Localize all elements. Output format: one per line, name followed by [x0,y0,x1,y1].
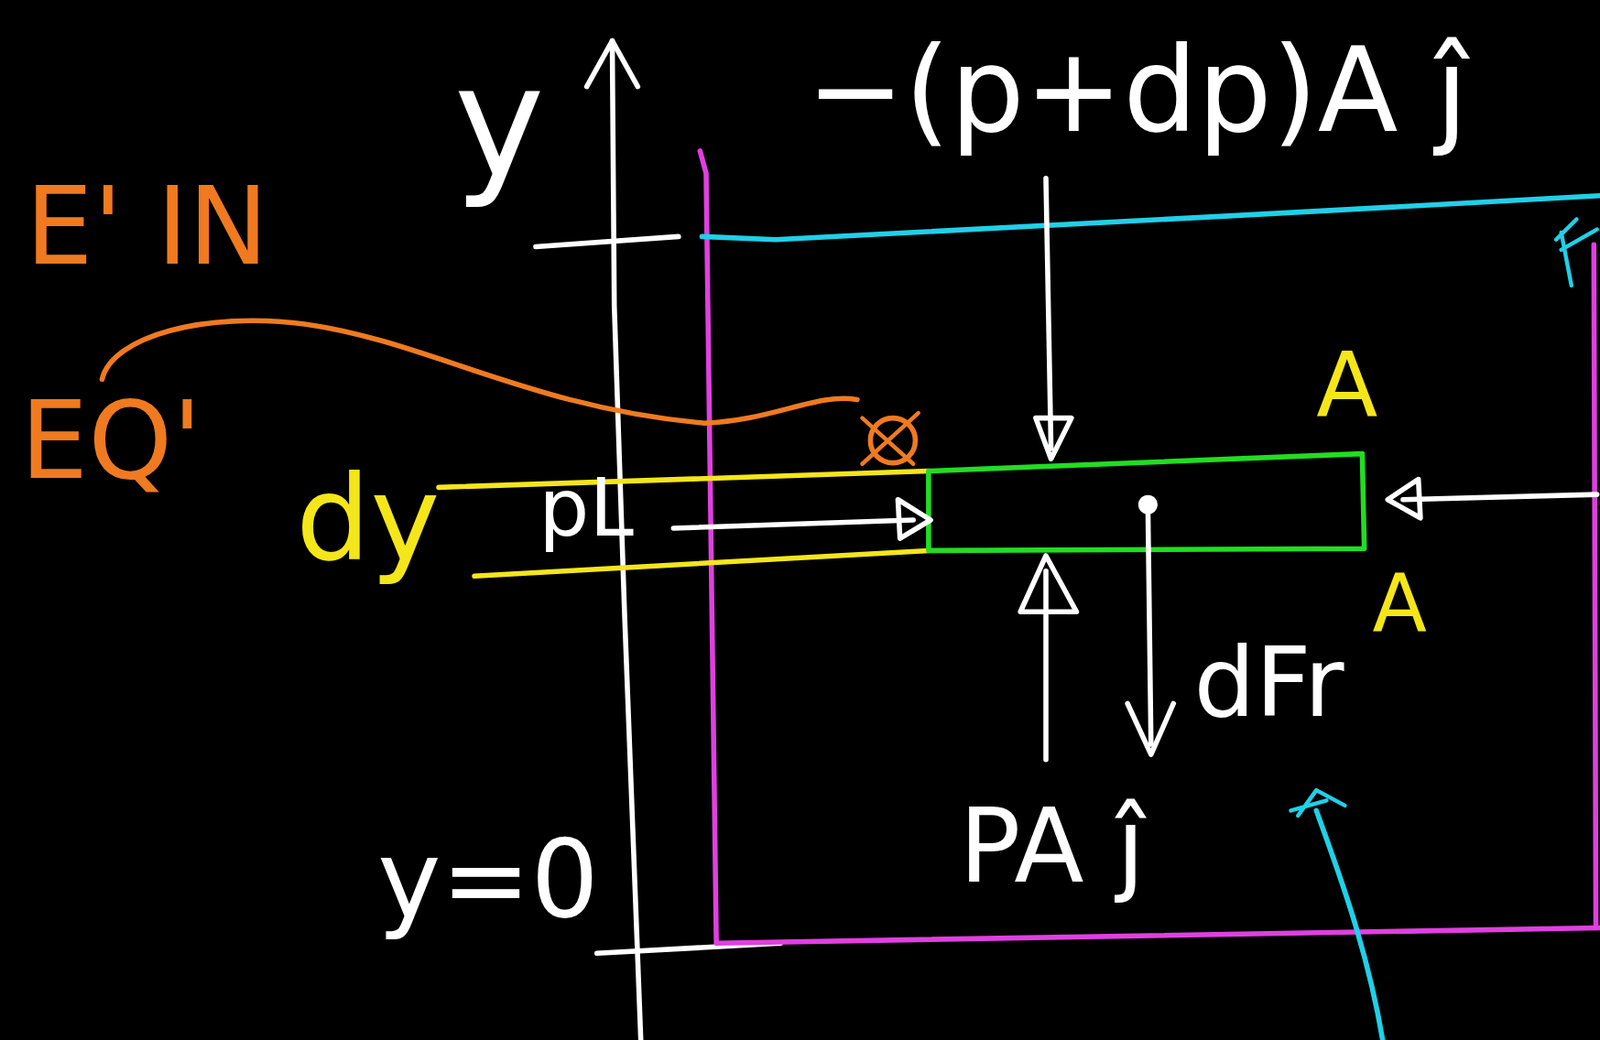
surface-mark [1556,218,1598,285]
container-wall [1593,244,1596,928]
dimension-label: dy [295,448,440,590]
force-label: PA ĵ [958,785,1145,909]
pointer-target [861,413,918,465]
arrowhead [1020,555,1077,612]
fluid-surface [702,195,1600,240]
note-label: E' IN [25,163,269,292]
axis-tick [535,236,679,247]
axis-label: y [454,30,545,215]
force-label: −(p+dp)A ĵ [805,20,1469,162]
cyan-pointer [1316,810,1383,1040]
area-label: A [1316,331,1378,440]
axis-arrowhead [587,41,639,88]
arrowhead [1035,418,1072,460]
force-label: dFr [1194,624,1345,741]
container-wall [699,151,1600,944]
note-label: EQ' [20,377,202,506]
arrowhead [1387,478,1421,518]
cyan-mark [1290,790,1345,817]
force-arrow [1045,178,1052,449]
force-arrow [1403,494,1598,501]
weight-arrow [1147,510,1151,745]
force-arrow [1043,571,1049,761]
force-label: pL [538,460,634,556]
force-arrow [673,520,914,529]
axis-label: y=0 [377,816,599,945]
arrowhead [897,500,931,539]
arrowhead [1127,703,1174,755]
slab-bound [474,550,929,577]
pointer-curve [101,320,857,424]
pointer-target [870,418,915,464]
area-label: A [1372,555,1427,652]
slab-bound [438,471,929,489]
